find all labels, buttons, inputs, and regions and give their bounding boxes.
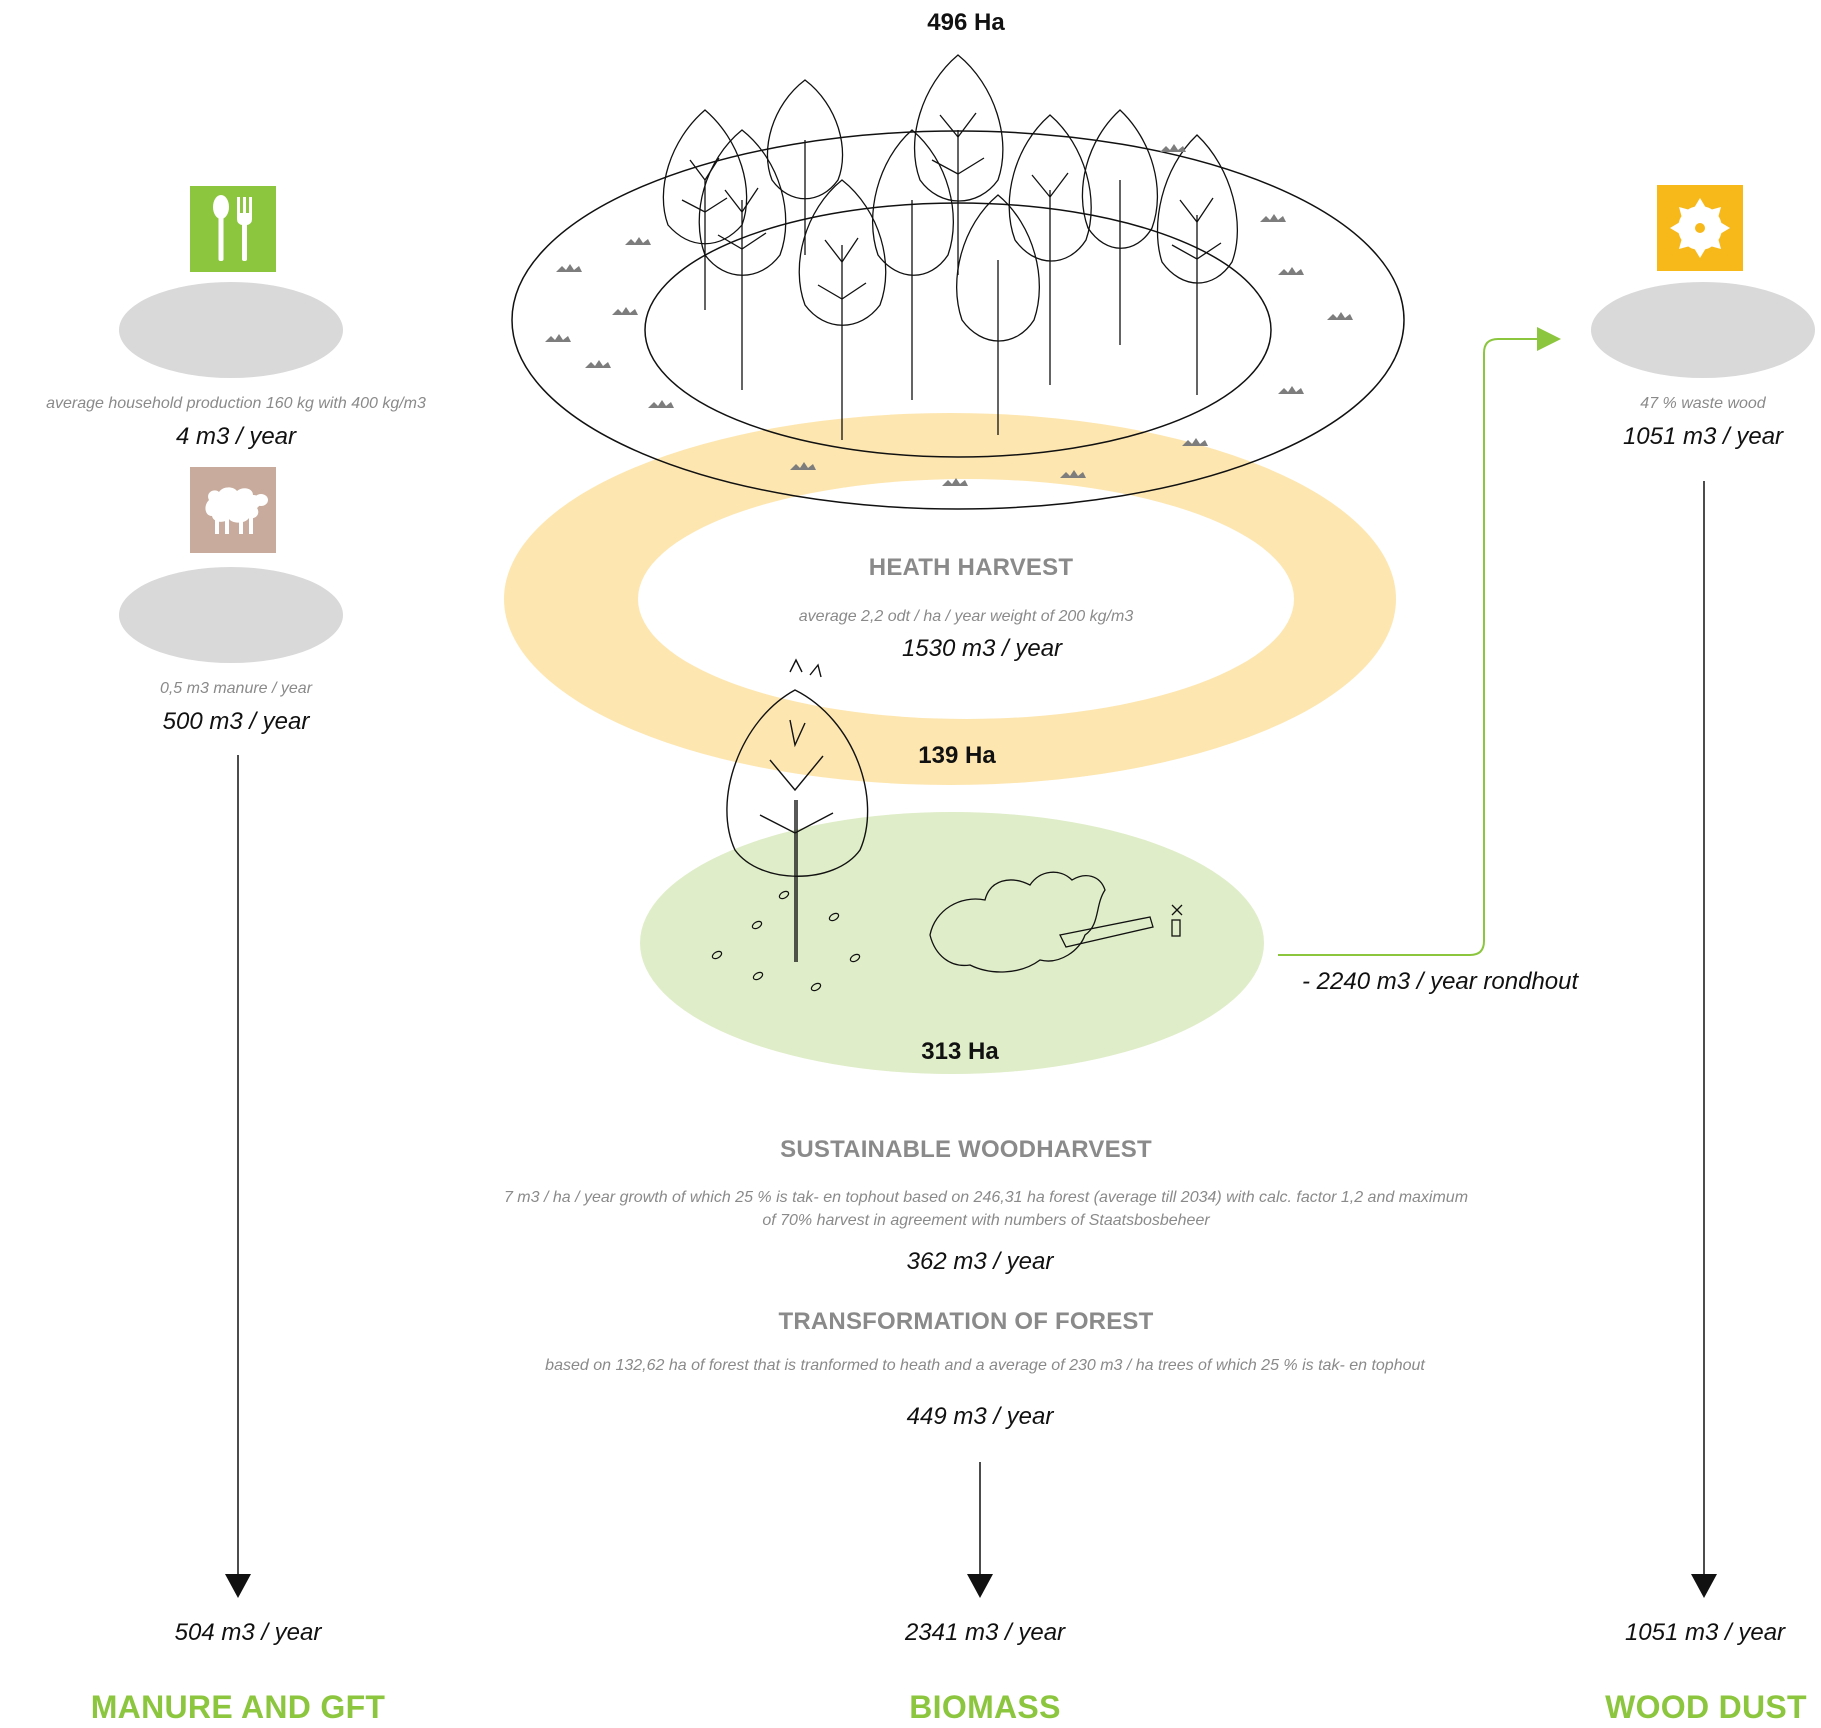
wood-dust-total: 1051 m3 / year <box>1624 1619 1786 1646</box>
tree-icon <box>698 129 787 390</box>
tree-icon <box>872 129 954 400</box>
tree-icon <box>766 79 844 255</box>
shrub-icon <box>625 237 651 245</box>
shrub-icon <box>942 478 968 486</box>
shrub-icon <box>1327 312 1353 320</box>
transformation-note: based on 132,62 ha of forest that is tra… <box>545 1357 1425 1374</box>
heath-harvest-value: 1530 m3 / year <box>901 635 1063 662</box>
waste-wood-note: 47 % waste wood <box>1640 395 1766 412</box>
shrubs <box>545 144 1353 486</box>
tree-icon <box>956 194 1040 435</box>
leaf-icon <box>778 890 790 900</box>
heath-harvest-title: HEATH HARVEST <box>868 554 1074 581</box>
shrub-icon <box>648 400 674 408</box>
shrub-icon <box>556 264 582 272</box>
shrub-icon <box>1278 386 1304 394</box>
leaf-icon <box>711 950 723 960</box>
manure-ellipse <box>119 567 343 663</box>
manure-category: MANURE AND GFT <box>90 1689 386 1725</box>
felled-tree-icon <box>929 871 1183 973</box>
tree-icon <box>1008 114 1092 385</box>
biomass-category: BIOMASS <box>909 1689 1061 1725</box>
right-arrow-head <box>1691 1574 1717 1598</box>
wood-dust-category: WOOD DUST <box>1605 1689 1807 1725</box>
waste-wood-value: 1051 m3 / year <box>1622 423 1784 450</box>
leaf-icon <box>752 971 764 981</box>
food-value: 4 m3 / year <box>175 423 297 450</box>
leaves <box>711 890 861 992</box>
shrub-icon <box>1182 438 1208 446</box>
shrub-icon <box>1278 267 1304 275</box>
tree-icon <box>913 54 1004 275</box>
shrub-icon <box>1160 144 1186 152</box>
transformation-value: 449 m3 / year <box>906 1403 1054 1430</box>
shrub-icon <box>585 360 611 368</box>
cutlery-icon <box>190 186 276 272</box>
food-note: average household production 160 kg with… <box>46 395 426 412</box>
forest-tree-icon <box>726 658 869 962</box>
food-waste-ellipse <box>119 282 343 378</box>
biomass-total: 2341 m3 / year <box>904 1619 1066 1646</box>
sheep-icon <box>190 467 276 553</box>
shrub-icon <box>1260 214 1286 222</box>
manure-note: 0,5 m3 manure / year <box>159 680 313 697</box>
shrub-icon <box>1060 470 1086 478</box>
woodharvest-value: 362 m3 / year <box>906 1248 1054 1275</box>
manure-value: 500 m3 / year <box>162 708 310 735</box>
tree-icon <box>1156 134 1238 395</box>
flow-arrows <box>225 481 1717 1598</box>
forest-trees <box>662 54 1238 440</box>
rondhout-connector <box>1278 338 1538 956</box>
leaf-icon <box>828 912 840 922</box>
left-arrow-head <box>225 1574 251 1598</box>
waste-wood-ellipse <box>1591 282 1815 378</box>
forest-area-label: 313 Ha <box>921 1038 999 1065</box>
leaf-icon <box>849 953 861 963</box>
shrub-icon <box>790 462 816 470</box>
woodharvest-title: SUSTAINABLE WOODHARVEST <box>780 1136 1152 1163</box>
rondhout-value: - 2240 m3 / year rondhout <box>1302 968 1579 995</box>
tree-icon <box>662 109 748 310</box>
center-arrow-head <box>967 1574 993 1598</box>
woodharvest-note-line2: of 70% harvest in agreement with numbers… <box>762 1212 1210 1230</box>
leaf-icon <box>810 982 822 992</box>
heath-ring-inner <box>638 479 1294 719</box>
woodharvest-note: 7 m3 / ha / year growth of which 25 % is… <box>466 1186 1506 1232</box>
saw-blade-icon <box>1657 185 1743 271</box>
leaf-icon <box>751 920 763 930</box>
woodharvest-note-line1: 7 m3 / ha / year growth of which 25 % is… <box>503 1189 1469 1206</box>
tree-icon <box>1081 109 1159 345</box>
tree-icon <box>798 179 887 440</box>
manure-total: 504 m3 / year <box>174 1619 322 1646</box>
heath-area-label: 139 Ha <box>918 742 996 769</box>
forest-ellipse <box>640 812 1264 1074</box>
top-area-label: 496 Ha <box>927 9 1005 36</box>
shrub-icon <box>612 307 638 315</box>
heath-harvest-note: average 2,2 odt / ha / year weight of 20… <box>798 608 1134 625</box>
transformation-title: TRANSFORMATION OF FOREST <box>778 1308 1154 1335</box>
shrub-icon <box>545 334 571 342</box>
rondhout-arrowhead <box>1537 327 1561 351</box>
